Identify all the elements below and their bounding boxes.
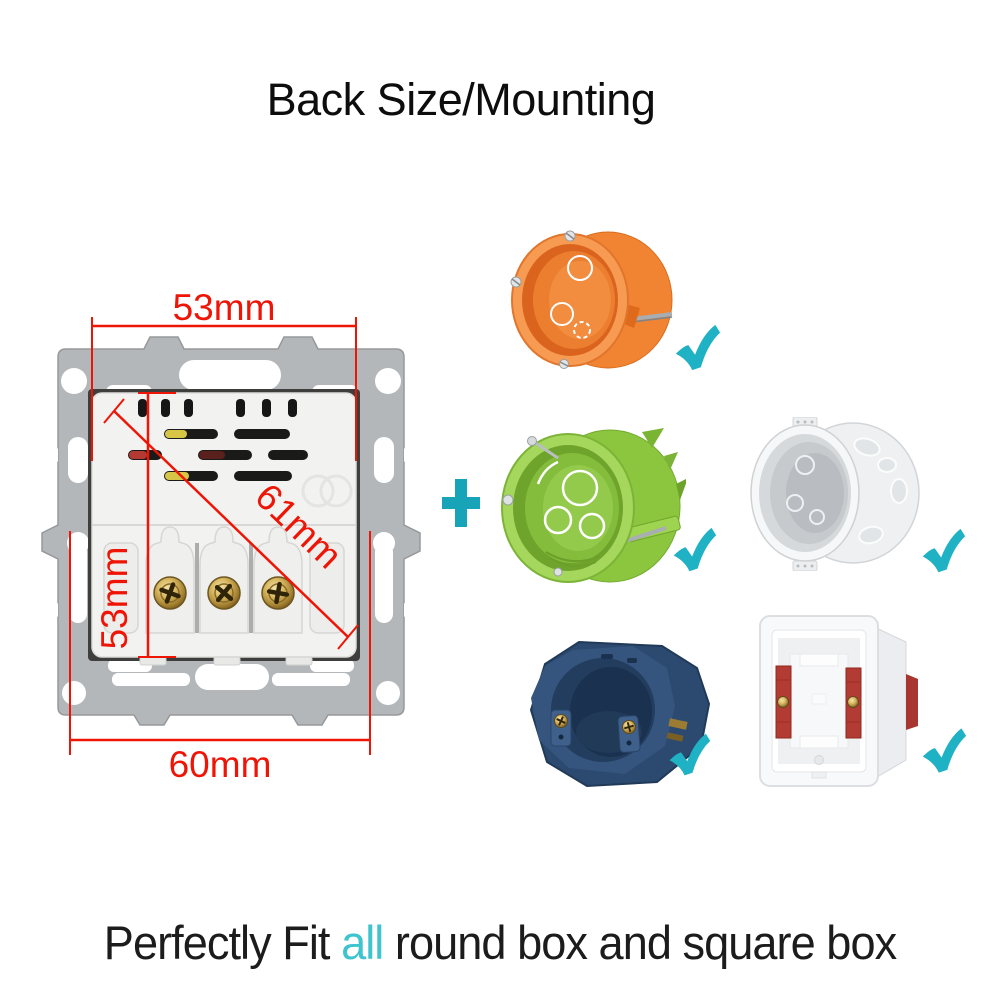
vent-slots-top <box>138 399 297 417</box>
ce-emboss-icon <box>301 474 353 508</box>
screw-lug <box>550 709 572 747</box>
terminal-screws <box>153 576 295 610</box>
screw-lug <box>617 715 641 753</box>
socket-module <box>91 392 357 666</box>
socket-diagram-svg: 53mm 53mm 61mm 60mm <box>41 293 421 785</box>
caption: Perfectly Fit all round box and square b… <box>20 915 980 970</box>
green-round-mounting-box <box>494 426 686 590</box>
dimension-label-bottom: 60mm <box>169 744 272 785</box>
plate-cutouts <box>51 360 411 705</box>
dimension-annotations <box>69 317 371 755</box>
dimension-label-left: 53mm <box>94 547 135 650</box>
page-title: Back Size/Mounting <box>266 74 656 125</box>
check-icon <box>666 728 712 782</box>
red-clamp <box>775 665 792 739</box>
white-round-mounting-box <box>747 417 923 571</box>
red-clamp <box>845 667 862 739</box>
blue-round-mounting-box <box>517 634 724 796</box>
caption-part2: round box and square box <box>383 916 897 969</box>
check-icon <box>919 524 967 578</box>
check-icon <box>672 320 722 376</box>
socket-back-diagram: 53mm 53mm 61mm 60mm <box>28 293 434 785</box>
white-square-mounting-box <box>756 610 920 796</box>
check-icon <box>670 523 718 577</box>
dimension-label-top: 53mm <box>173 293 276 328</box>
caption-part1: Perfectly Fit <box>103 916 342 969</box>
vent-slots-rows <box>128 429 308 481</box>
orange-round-mounting-box <box>506 226 676 376</box>
check-icon <box>919 722 968 780</box>
caption-highlight: all <box>341 916 384 969</box>
plus-icon <box>442 479 480 527</box>
